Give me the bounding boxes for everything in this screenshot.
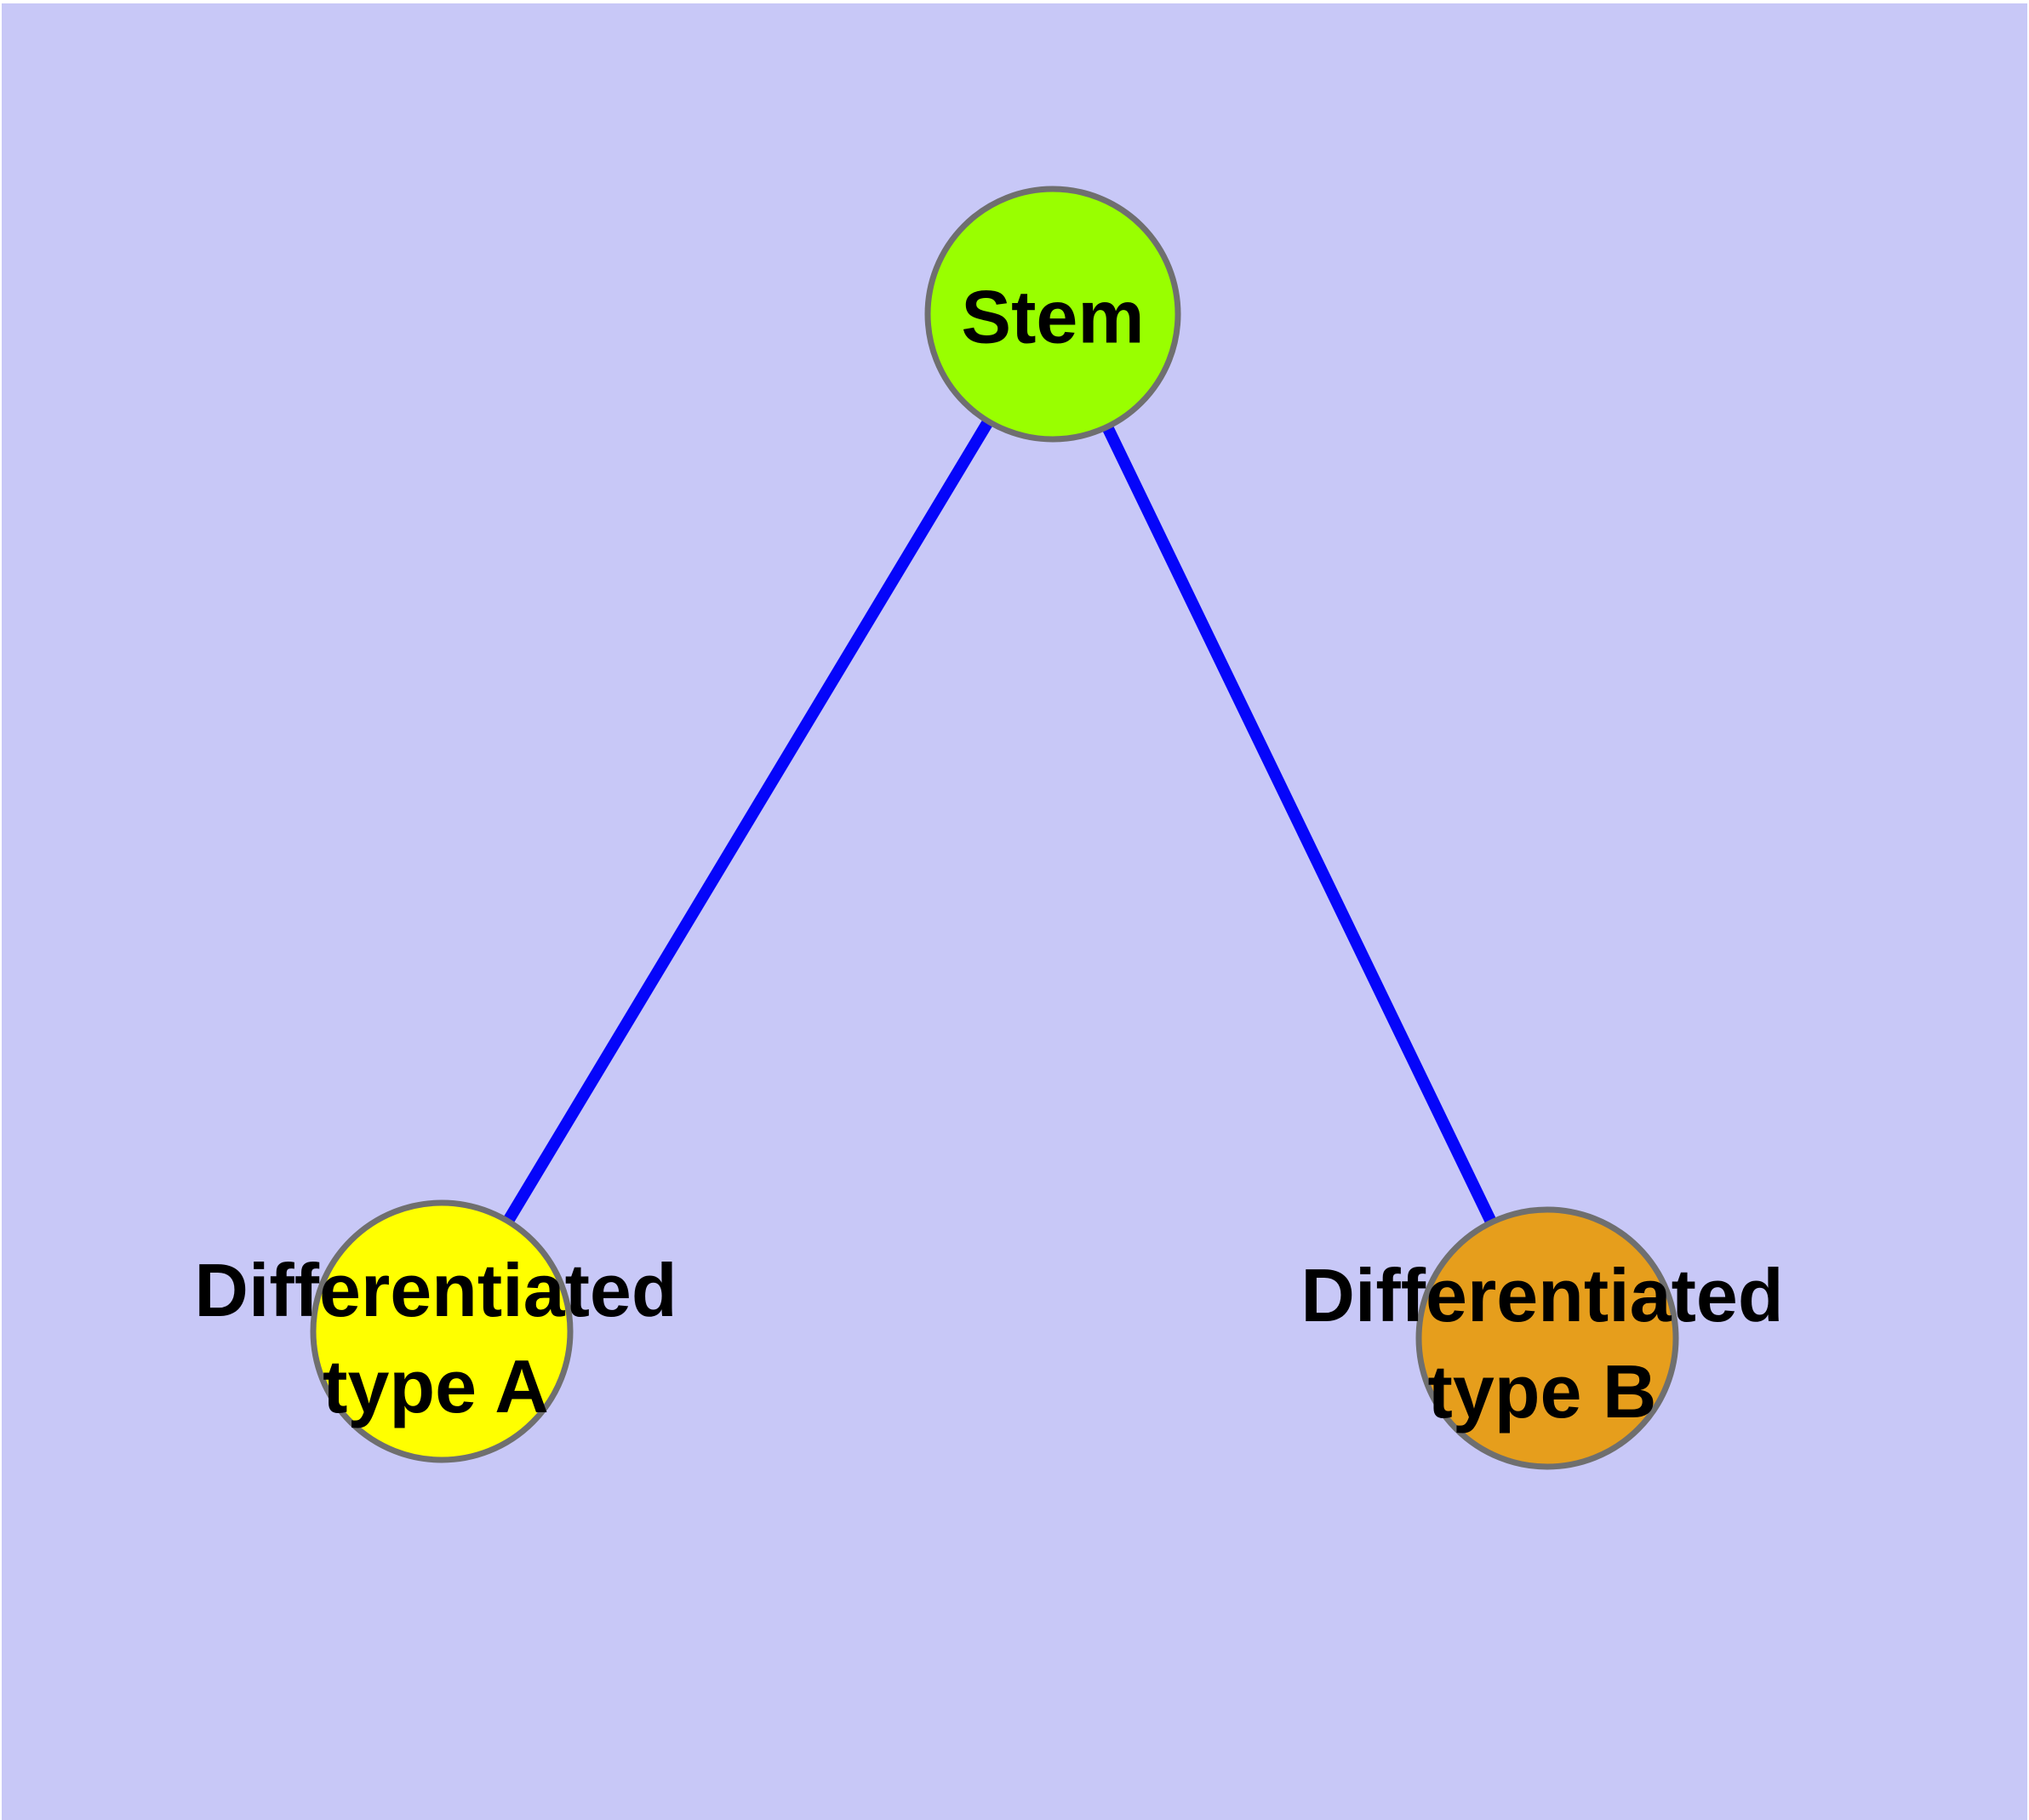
node-label-type-b-line1: Differentiated bbox=[1300, 1253, 1784, 1337]
edge-stem-to-type-a bbox=[436, 311, 1059, 1335]
node-stem bbox=[924, 186, 1181, 443]
node-label-type-b-line2: type B bbox=[1427, 1349, 1657, 1434]
edge-stem-to-type-b bbox=[1047, 311, 1553, 1342]
node-type-a bbox=[310, 1199, 574, 1463]
node-label-stem: Stem bbox=[961, 269, 1144, 365]
node-label-stem-line1: Stem bbox=[961, 274, 1145, 359]
node-label-type-b: Differentiated type B bbox=[1300, 1247, 1783, 1439]
node-label-type-a-line2: type A bbox=[323, 1344, 549, 1428]
node-label-type-a-line1: Differentiated bbox=[194, 1248, 677, 1332]
node-label-type-a: Differentiated type A bbox=[194, 1242, 677, 1434]
node-type-b bbox=[1415, 1206, 1679, 1470]
